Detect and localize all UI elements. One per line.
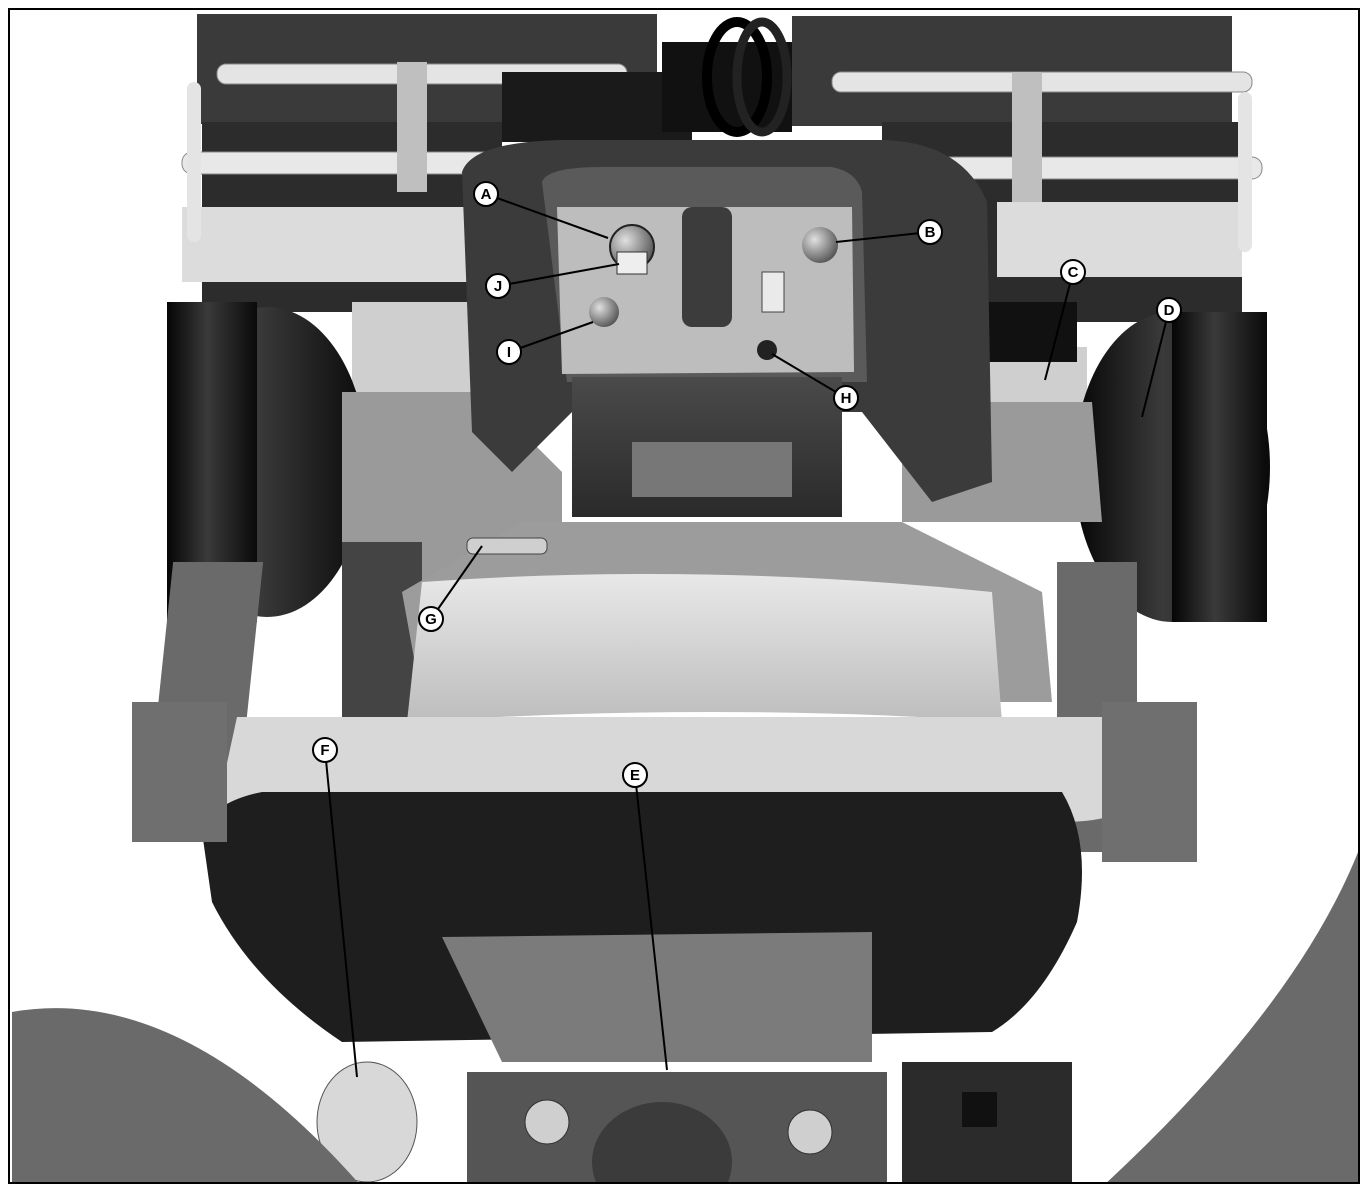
seat-area: [132, 522, 1197, 1042]
callout-leader-a: [485, 193, 609, 239]
callout-leader-i: [508, 321, 594, 353]
callout-e: E: [622, 762, 668, 1071]
callout-leader-f: [324, 749, 358, 1078]
callout-f: F: [312, 737, 358, 1078]
callout-b: B: [835, 219, 943, 245]
callout-leader-b: [835, 231, 931, 243]
callout-j: J: [485, 263, 620, 299]
callout-label-i: I: [507, 344, 511, 361]
callout-leader-h: [771, 353, 847, 399]
callout-leader-e: [634, 774, 668, 1071]
callout-d: D: [1141, 297, 1182, 418]
callout-label-c: C: [1068, 264, 1079, 281]
callout-label-g: G: [425, 611, 437, 628]
callout-circle-f: [312, 737, 338, 763]
callout-a: A: [473, 181, 609, 239]
figure-frame: A B C D E F G H I J: [8, 8, 1360, 1184]
callout-label-b: B: [925, 224, 936, 241]
callout-label-h: H: [841, 390, 852, 407]
callout-circle-j: [485, 273, 511, 299]
park-brake-rod: [466, 537, 548, 555]
callout-circle-g: [418, 606, 444, 632]
callout-circle-a: [473, 181, 499, 207]
callout-i: I: [496, 321, 594, 365]
callout-label-f: F: [320, 742, 329, 759]
callout-label-j: J: [494, 278, 502, 295]
callout-g: G: [418, 545, 483, 632]
right-rear-tire: [1074, 312, 1270, 622]
callout-c: C: [1044, 259, 1086, 381]
callout-leader-j: [497, 263, 620, 287]
callout-leader-g: [430, 545, 483, 620]
callout-circle-c: [1060, 259, 1086, 285]
callout-circle-e: [622, 762, 648, 788]
control-console: [462, 140, 992, 517]
callout-circle-d: [1156, 297, 1182, 323]
callout-leader-d: [1141, 309, 1170, 418]
callout-leader-c: [1044, 271, 1074, 381]
front-axle-area: [12, 852, 1358, 1182]
callout-label-a: A: [481, 186, 492, 203]
callout-label-d: D: [1164, 302, 1175, 319]
callout-circle-b: [917, 219, 943, 245]
callout-h: H: [771, 353, 859, 411]
callout-circle-h: [833, 385, 859, 411]
callout-layer: A B C D E F G H I J: [312, 181, 1182, 1078]
callout-label-e: E: [630, 767, 640, 784]
machine-illustration: [12, 14, 1358, 1182]
callout-circle-i: [496, 339, 522, 365]
